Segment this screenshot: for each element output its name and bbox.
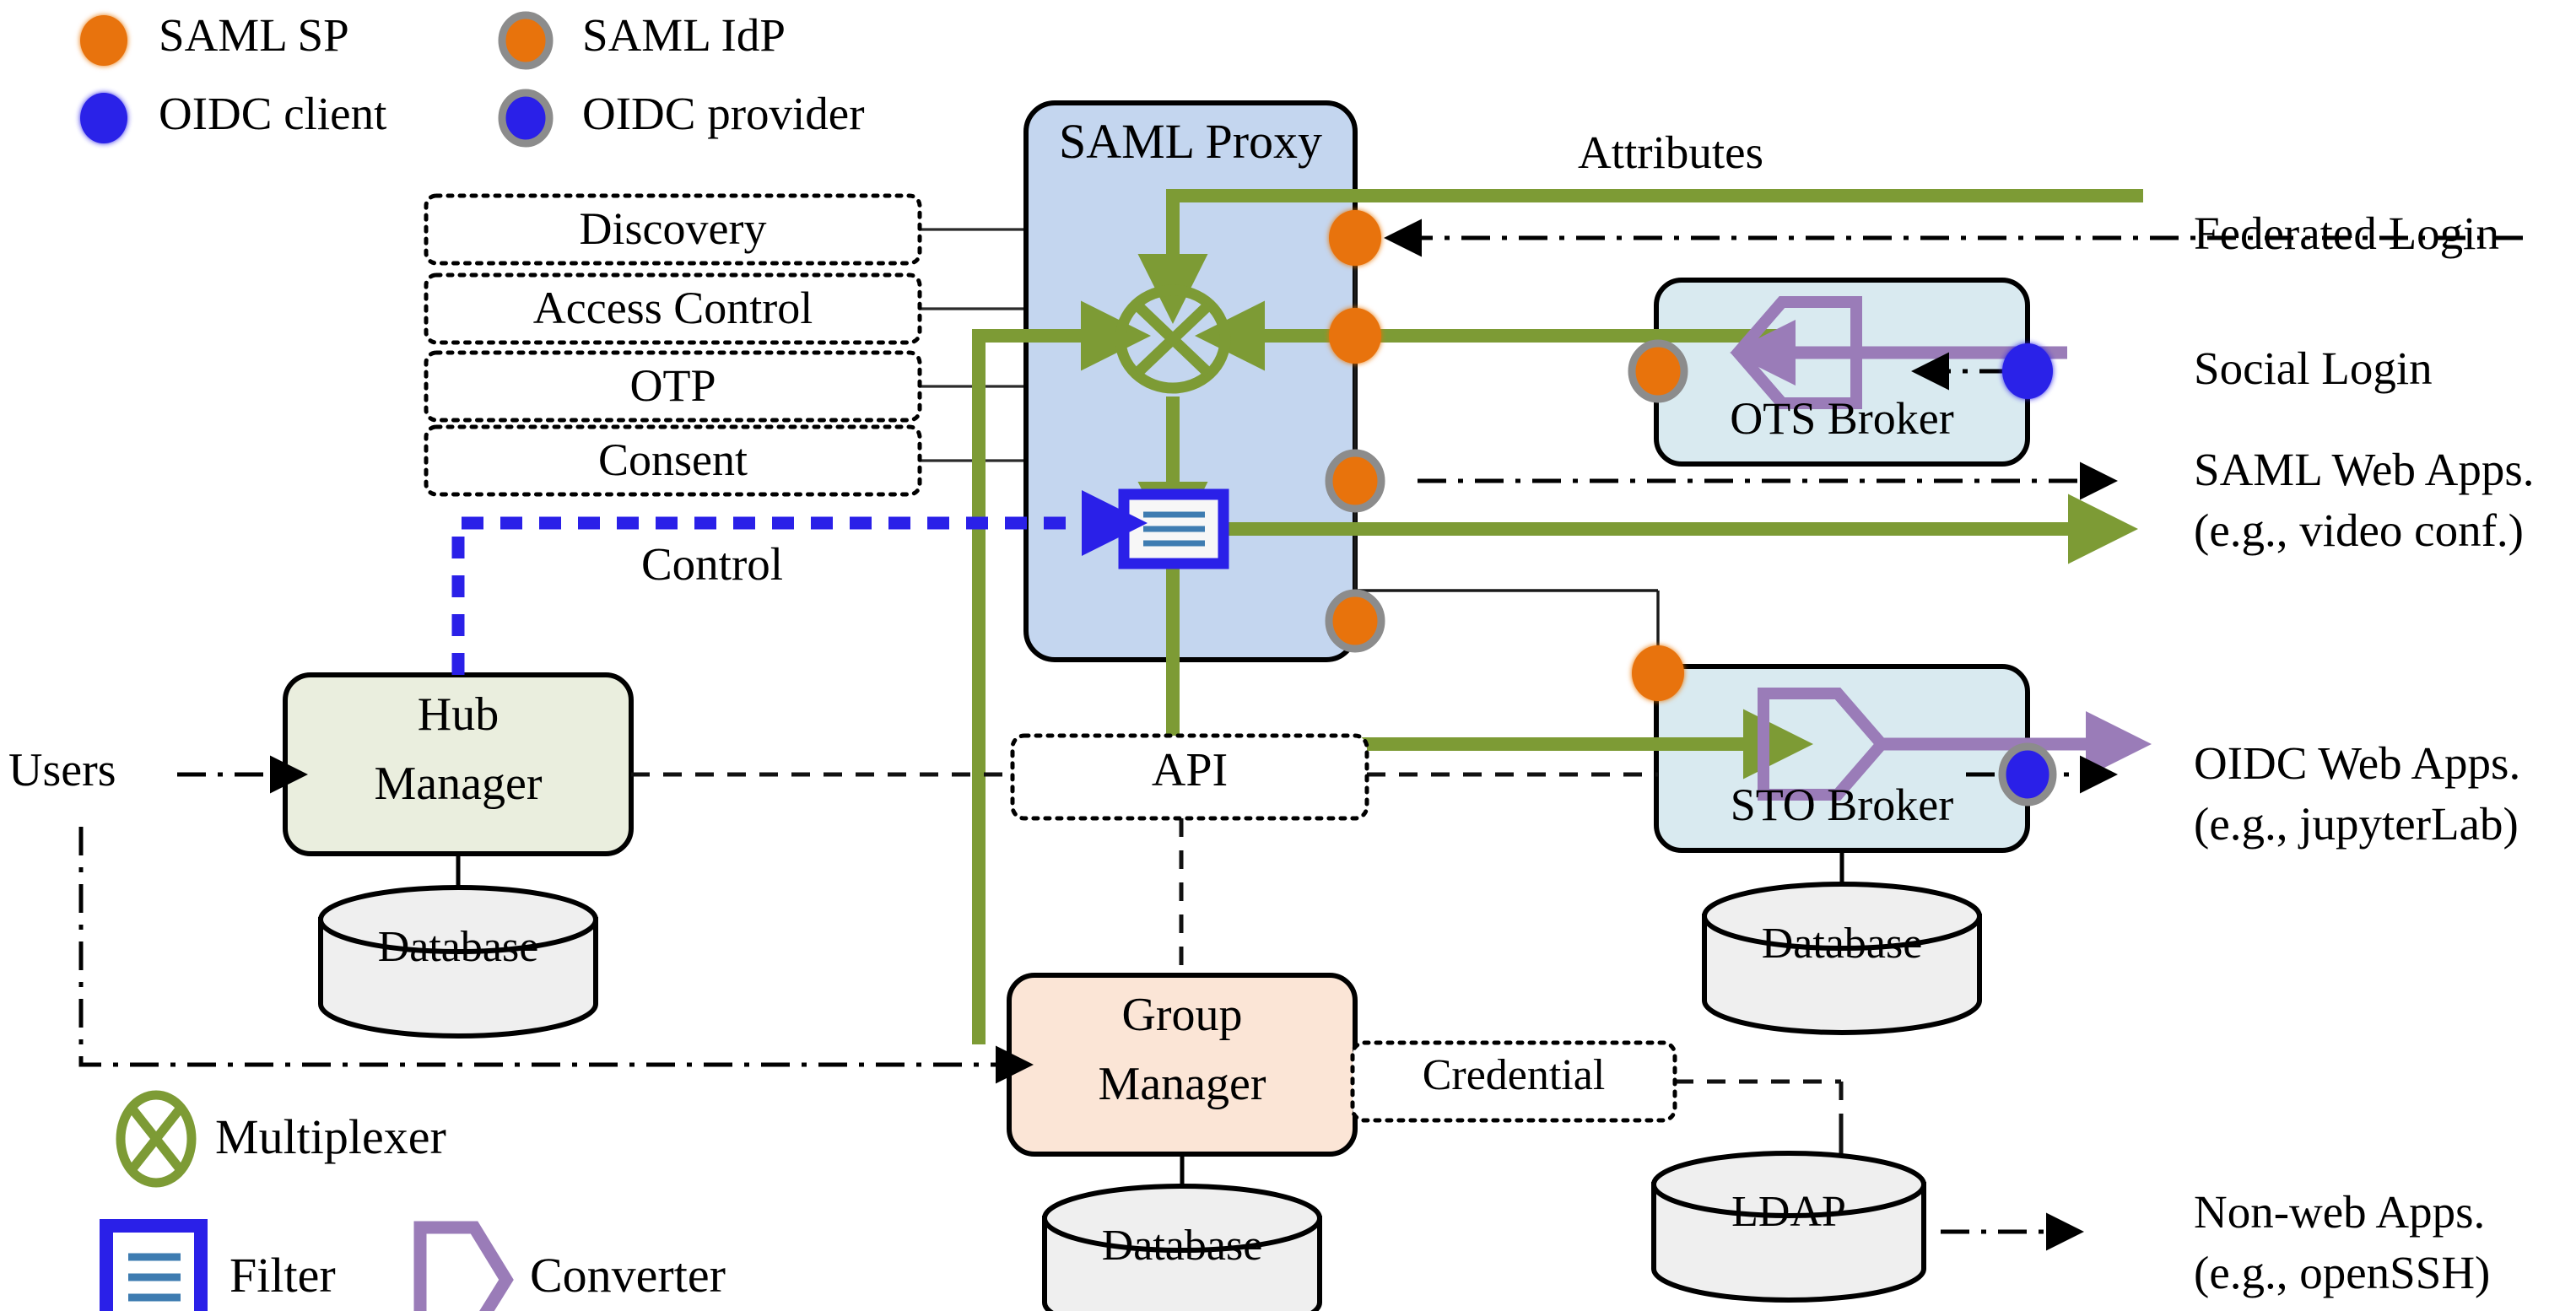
saml-idp-node-sto (1325, 589, 1385, 653)
saml-sp-node-social (1329, 308, 1381, 364)
module-label-discovery[interactable]: Discovery (579, 203, 767, 254)
legend-filter-label: Filter (230, 1248, 336, 1303)
legend-filter-icon (100, 1219, 208, 1311)
hub-manager-label-line2: Manager (374, 758, 543, 810)
group-database-label: Database (1101, 1222, 1263, 1270)
saml-sp-node-federated (1329, 210, 1381, 266)
module-label-access-control[interactable]: Access Control (532, 283, 813, 333)
sto-broker-label: STO Broker (1730, 780, 1954, 830)
legend-converter-icon (413, 1221, 514, 1311)
legend-saml-sp-icon (80, 15, 127, 66)
non-web-apps-label-line2: (e.g., openSSH) (2194, 1247, 2491, 1298)
ldap-label: LDAP (1731, 1188, 1846, 1236)
saml-sp-node-sto (1632, 645, 1684, 701)
legend-converter-label: Converter (530, 1248, 726, 1303)
non-web-apps-label-line1: Non-web Apps. (2194, 1186, 2486, 1238)
credential-label[interactable]: Credential (1422, 1051, 1606, 1099)
module-boxes (424, 193, 922, 497)
users-label: Users (8, 744, 116, 796)
ots-broker-label: OTS Broker (1730, 393, 1954, 444)
oidc-client-node-social (2002, 343, 2053, 399)
hub-manager-label-line1: Hub (417, 688, 500, 741)
legend-saml-sp-label: SAML SP (159, 9, 349, 61)
sto-database-label: Database (1761, 920, 1923, 968)
attributes-flow-label: Attributes (1578, 127, 1763, 178)
dashdot-flows (78, 218, 2523, 1251)
module-label-consent[interactable]: Consent (597, 434, 748, 485)
control-flow-line (451, 490, 1148, 675)
oidc-web-apps-label-line2: (e.g., jupyterLab) (2194, 798, 2519, 850)
saml-web-apps-label-line2: (e.g., video conf.) (2194, 504, 2524, 556)
legend-oidc-provider-label: OIDC provider (582, 88, 865, 139)
converter-icon-sto (1758, 688, 1890, 801)
social-login-label: Social Login (2194, 343, 2433, 394)
federated-login-label: Federated Login (2194, 208, 2499, 259)
legend-multiplexer-icon (116, 1090, 197, 1188)
legend-saml-idp-label: SAML IdP (582, 9, 786, 61)
sp-wires (1353, 238, 1660, 700)
group-manager-label-line2: Manager (1098, 1058, 1266, 1110)
hub-database-label: Database (377, 923, 539, 971)
saml-idp-node-webapps (1325, 449, 1385, 513)
saml-web-apps-label-line1: SAML Web Apps. (2194, 444, 2535, 495)
group-manager-label-line1: Group (1121, 989, 1243, 1041)
control-flow-label: Control (641, 538, 784, 590)
sto-database-cylinder (1702, 882, 1982, 1035)
dotted-label-boxes (1010, 733, 1677, 1123)
legend-multiplexer-label: Multiplexer (215, 1109, 446, 1164)
legend-oidc-provider-icon (498, 89, 554, 148)
filter-icon (1118, 488, 1229, 569)
multiplexer-icon (1115, 284, 1231, 394)
legend-oidc-client-label: OIDC client (159, 88, 387, 139)
module-label-otp[interactable]: OTP (629, 360, 716, 411)
oidc-provider-node-webapps (1998, 742, 2057, 807)
api-label[interactable]: API (1151, 744, 1229, 796)
oidc-web-apps-label-line1: OIDC Web Apps. (2194, 737, 2521, 789)
hub-database-cylinder (318, 885, 598, 1039)
legend-saml-idp-icon (498, 11, 554, 70)
ldap-cylinder (1651, 1151, 1926, 1303)
saml-proxy-label: SAML Proxy (1058, 114, 1323, 169)
saml-idp-node-ots (1628, 339, 1688, 403)
legend-oidc-client-icon (80, 93, 127, 143)
group-database-cylinder (1042, 1184, 1322, 1311)
